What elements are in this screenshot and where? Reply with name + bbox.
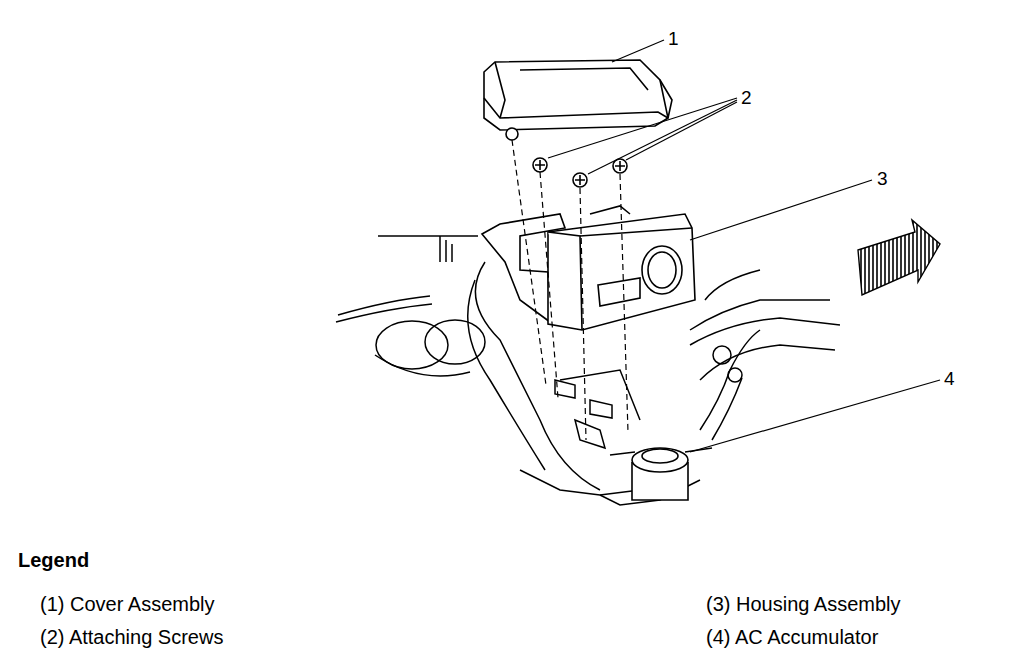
screw-guide-line	[580, 188, 586, 440]
housing-assembly	[548, 232, 582, 330]
screw-guide-line	[540, 172, 558, 398]
direction-arrow	[858, 220, 940, 295]
engine-bay-background	[700, 345, 835, 380]
callout-number: 4	[944, 368, 955, 390]
housing-assembly	[482, 206, 695, 330]
leader-line	[690, 380, 940, 452]
engine-bay-background	[560, 370, 640, 420]
housing-assembly	[548, 214, 695, 330]
engine-bay-background	[712, 378, 742, 440]
attaching-screw	[533, 158, 547, 172]
cover-assembly	[484, 98, 668, 118]
engine-bay-background	[705, 270, 760, 300]
engine-bay-background	[336, 304, 432, 322]
engine-bay-background	[590, 400, 612, 418]
legend-heading: Legend	[18, 549, 89, 572]
engine-bay-background	[690, 318, 840, 345]
cover-assembly	[520, 68, 648, 90]
direction-arrow	[858, 220, 940, 295]
attaching-screw	[575, 175, 585, 185]
leader-line	[548, 40, 940, 452]
housing-assembly	[598, 278, 640, 306]
engine-bay-background	[520, 470, 640, 495]
callout-number: 1	[668, 28, 679, 50]
engine-bay-background	[575, 420, 605, 448]
engine-bay-background	[713, 346, 731, 364]
attaching-screw	[535, 160, 545, 170]
attaching-screw	[506, 128, 627, 187]
engine-bay-background	[378, 235, 478, 237]
leader-line	[626, 102, 737, 160]
attaching-screw	[506, 128, 518, 140]
legend-entry: (1) Cover Assembly	[40, 593, 215, 616]
screw-guide-line	[512, 140, 628, 440]
engine-bay-background	[375, 355, 470, 376]
ac-accumulator	[632, 448, 688, 472]
screw-guide-line	[620, 174, 628, 432]
engine-bay-background	[440, 236, 452, 262]
engine-bay-background	[690, 300, 830, 330]
legend-entry: (2) Attaching Screws	[40, 626, 223, 649]
legend-entry: (3) Housing Assembly	[706, 593, 901, 616]
cover-assembly	[484, 60, 672, 130]
ac-accumulator	[610, 448, 712, 455]
attaching-screw	[573, 173, 587, 187]
cover-assembly	[660, 80, 672, 118]
ac-accumulator	[610, 448, 712, 500]
engine-bay-background	[728, 368, 742, 382]
callout-number: 3	[877, 168, 888, 190]
attaching-screw	[615, 161, 625, 171]
housing-assembly	[590, 206, 630, 214]
engine-bay-background	[700, 330, 760, 430]
leader-line	[690, 180, 872, 240]
ac-accumulator	[642, 449, 678, 463]
housing-assembly	[580, 228, 692, 236]
legend-entry: (4) AC Accumulator	[706, 626, 878, 649]
callout-number: 2	[741, 87, 752, 109]
engine-bay-background	[425, 320, 485, 364]
cover-assembly	[484, 60, 668, 130]
cover-assembly	[495, 62, 505, 118]
housing-assembly	[642, 246, 682, 294]
leader-line	[548, 98, 737, 158]
housing-assembly	[648, 252, 676, 288]
leader-line	[588, 100, 737, 174]
leader-line	[612, 40, 664, 62]
